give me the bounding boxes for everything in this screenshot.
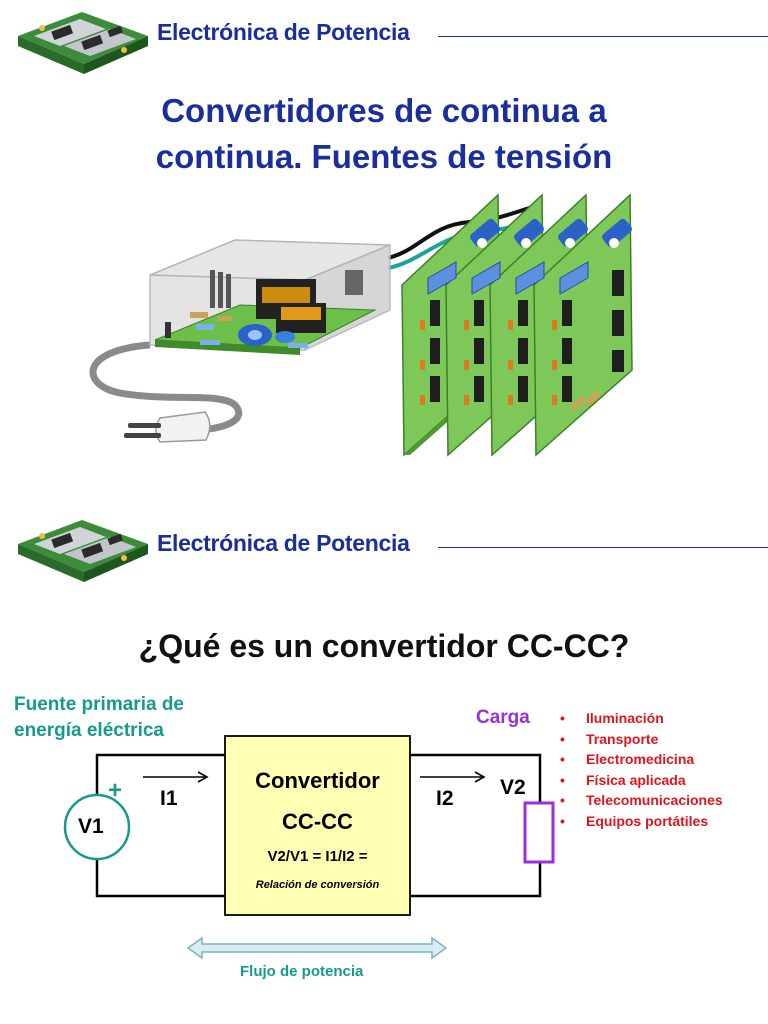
power-module-logo [18, 12, 148, 74]
header-title: Electrónica de Potencia [157, 530, 410, 556]
power-flow-label: Flujo de potencia [240, 963, 364, 980]
plug-icon [124, 411, 211, 443]
i2-label: I2 [436, 787, 454, 810]
load-resistor [523, 801, 555, 864]
right-wire [410, 753, 542, 803]
list-item: •Electromedicina [560, 751, 695, 767]
converter-type: CC-CC [282, 809, 353, 834]
conversion-equation: V2/V1 = I1/I2 = [267, 848, 368, 865]
left-wire [95, 753, 225, 796]
list-item: •Iluminación [560, 710, 664, 726]
power-supply-illustration [89, 203, 541, 434]
list-item: •Física aplicada [560, 771, 686, 788]
list-item: •Transporte [560, 730, 659, 747]
slide-title-line-1: Convertidores de continua a [161, 92, 607, 129]
header-title: Electrónica de Potencia [157, 19, 410, 45]
list-item: •Equipos portátiles [560, 812, 709, 829]
question-title: ¿Qué es un convertidor CC-CC? [138, 628, 630, 664]
pcb-rack-illustration [401, 193, 633, 457]
plus-sign: + [108, 777, 123, 804]
slide-title-line-2: continua. Fuentes de tensión [155, 138, 613, 175]
header-divider [438, 36, 768, 37]
i1-label: I1 [160, 787, 178, 810]
left-wire-bottom [95, 858, 225, 898]
v2-label: V2 [500, 776, 526, 799]
list-item: •Telecomunicaciones [560, 792, 723, 808]
v1-label: V1 [78, 815, 104, 838]
circuit-diagram [63, 735, 555, 960]
slide-2: Electrónica de Potencia ¿Qué es un conve… [0, 500, 768, 1024]
power-flow-arrow [186, 936, 448, 960]
power-module-logo [18, 520, 148, 582]
slide-1: Electrónica de Potencia Convertidores de… [0, 0, 768, 485]
source-label-line-2: energía eléctrica [14, 720, 164, 741]
applications-list: •Iluminación •Transporte •Electromedicin… [560, 708, 723, 831]
converter-box [224, 735, 411, 916]
header-divider [438, 547, 768, 548]
source-label-line-1: Fuente primaria de [14, 694, 184, 715]
right-wire-bottom [410, 862, 542, 898]
converter-title: Convertidor [255, 768, 380, 793]
voltage-source-v1 [63, 793, 131, 861]
conversion-ratio-label: Relación de conversión [255, 879, 380, 891]
load-label: Carga [476, 707, 530, 728]
